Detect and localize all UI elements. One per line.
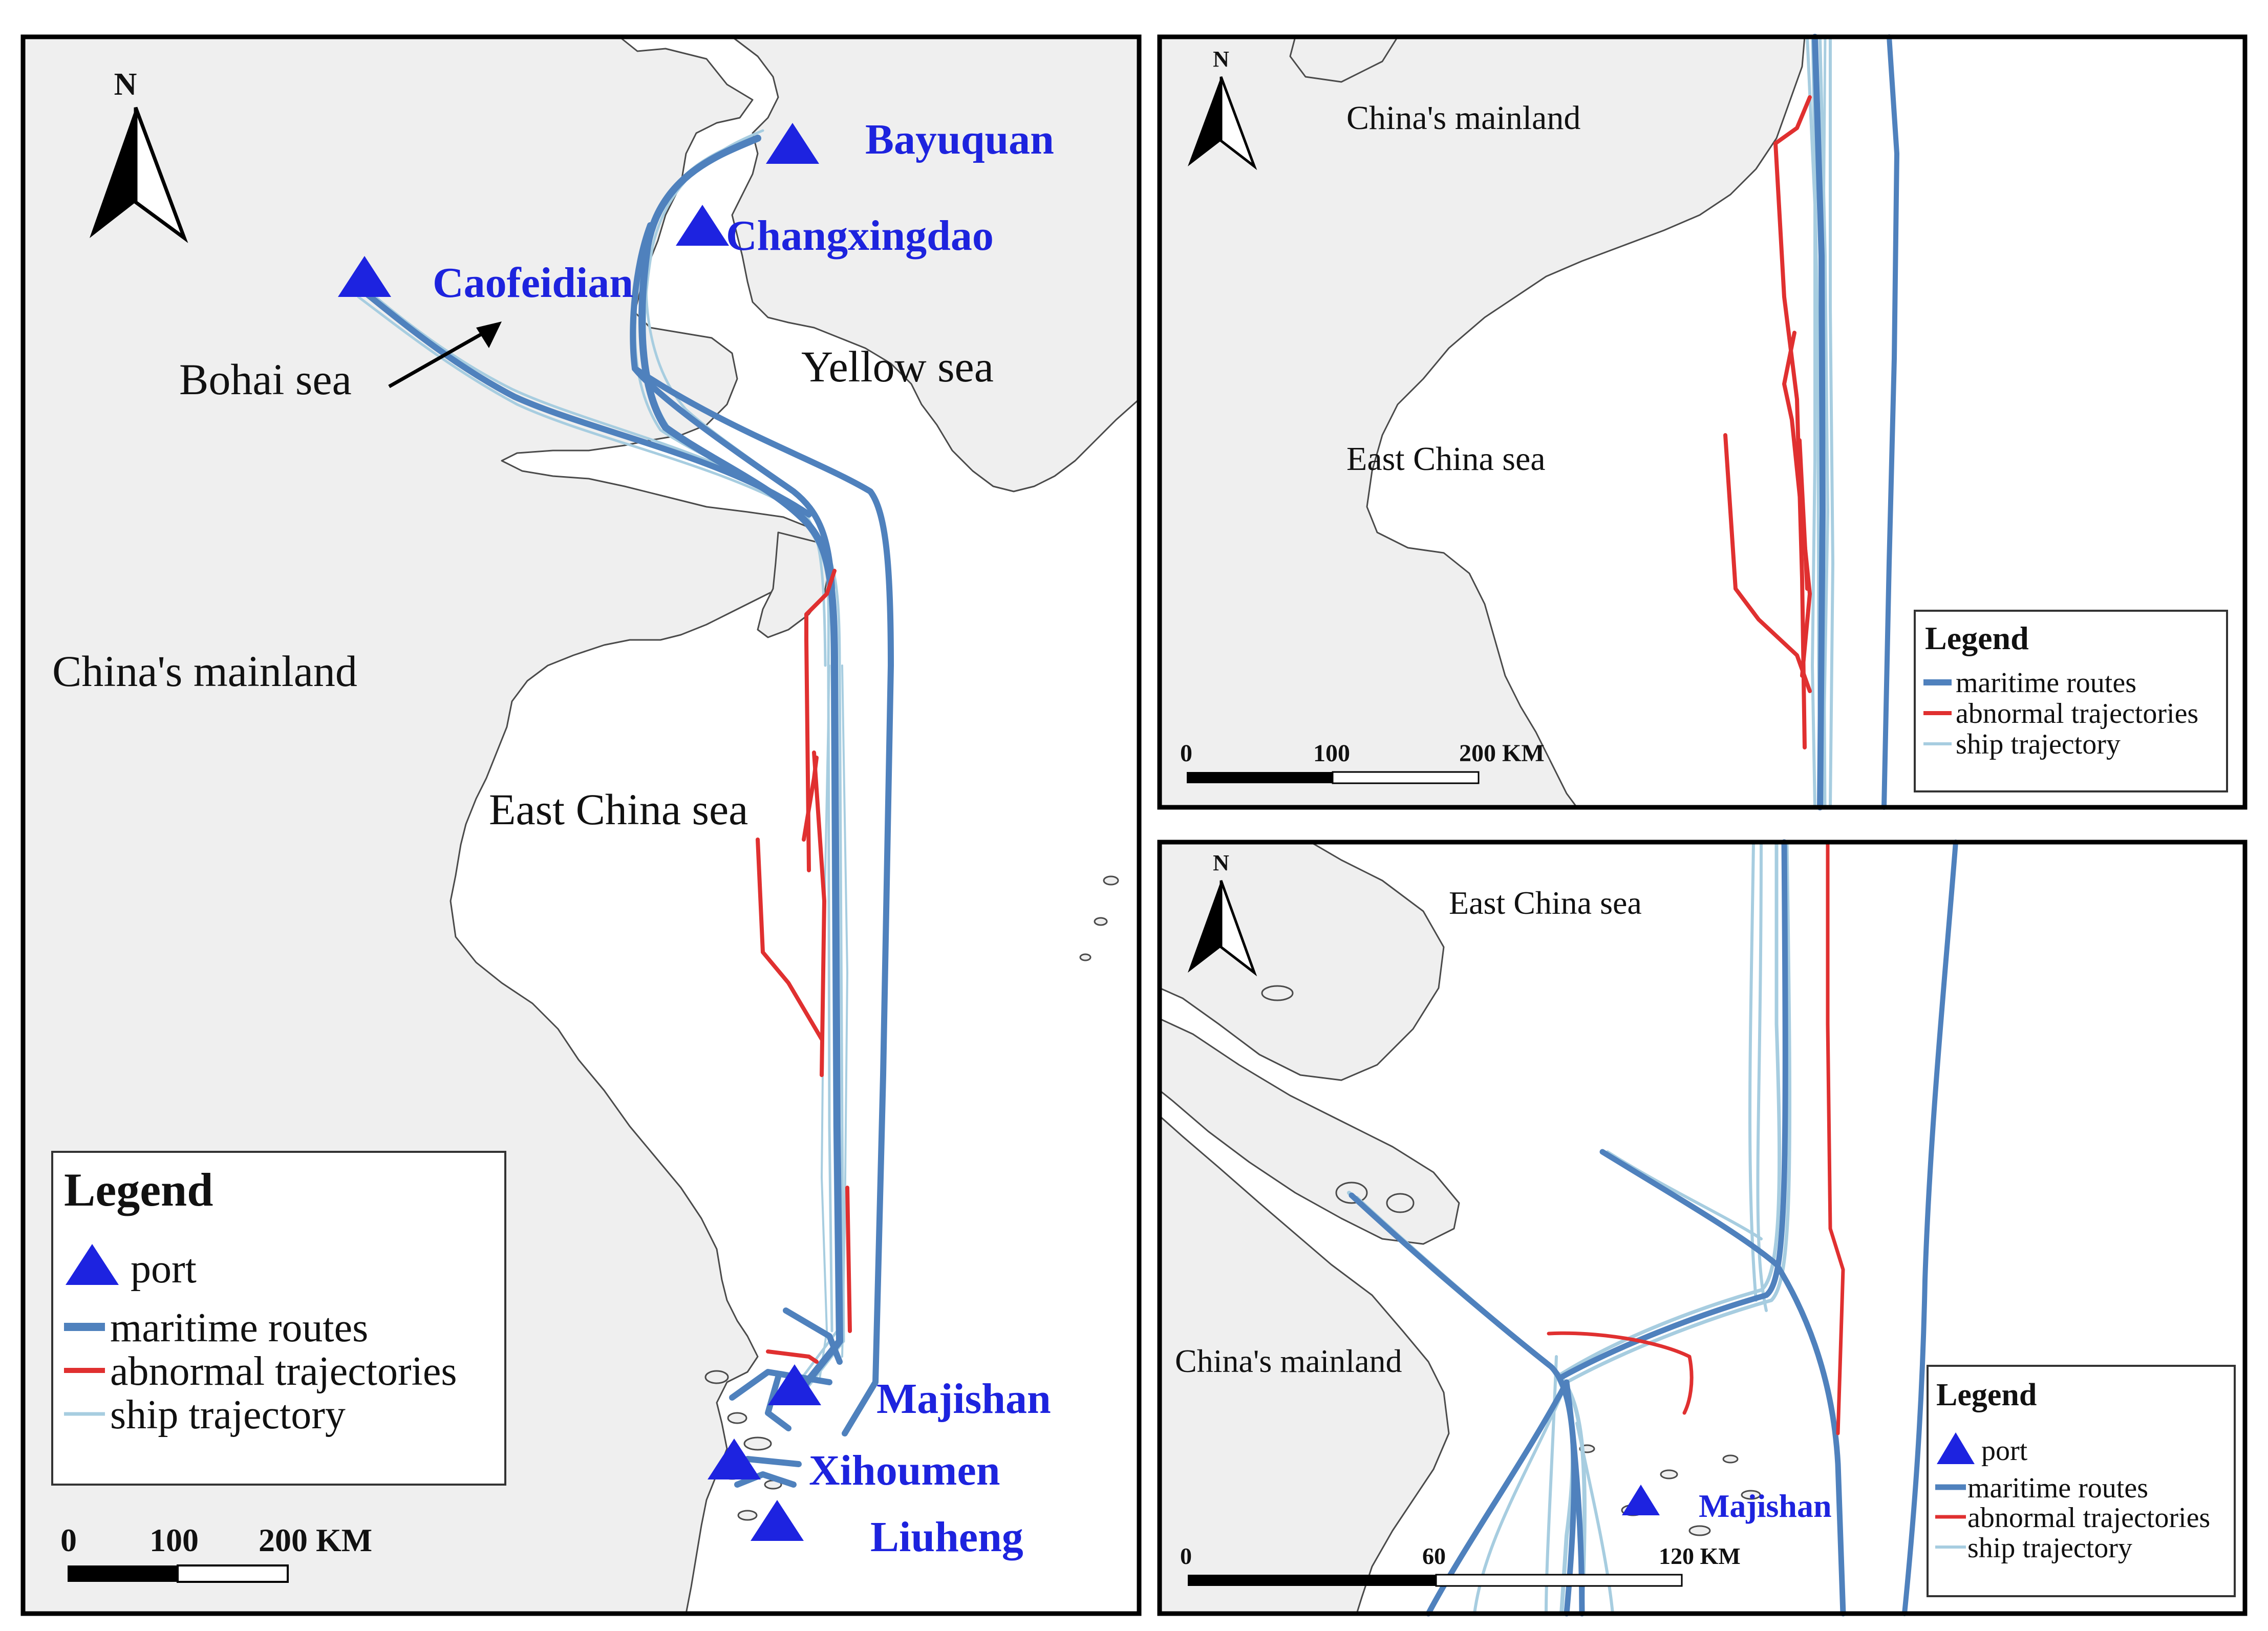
top-right-north-arrow: N xyxy=(1188,47,1257,170)
bottom-right-scale-120: 120 KM xyxy=(1659,1543,1741,1569)
bottom-right-scale-0: 0 xyxy=(1180,1543,1192,1569)
label-yellow-sea: Yellow sea xyxy=(801,342,994,391)
top-right-maritime-routes xyxy=(1812,34,1899,810)
bottom-right-legend-port-label: port xyxy=(1981,1435,2028,1467)
main-scale-100: 100 xyxy=(149,1522,199,1558)
top-right-scale-bar: 0 100 200 KM xyxy=(1180,740,1545,784)
top-right-legend-routes-label: maritime routes xyxy=(1956,667,2136,699)
port-marker-caofeidian xyxy=(338,256,391,297)
bottom-right-legend-port-symbol xyxy=(1937,1432,1975,1464)
port-label-bayuquan: Bayuquan xyxy=(865,116,1054,163)
port-label-xihoumen: Xihoumen xyxy=(809,1447,1000,1494)
main-abnormal-trajectories xyxy=(756,569,852,1364)
bottom-right-map-panel: Majishan East China sea China's mainland… xyxy=(1157,839,2248,1617)
main-legend-box xyxy=(51,1151,506,1486)
bottom-right-land-north xyxy=(1159,841,1445,1081)
main-north-arrow: N xyxy=(90,67,188,243)
bottom-right-abnormal-trajectories xyxy=(1547,840,1845,1435)
bottom-right-north-arrow: N xyxy=(1188,850,1257,977)
top-right-land xyxy=(1159,36,1806,808)
main-map-panel: Bayuquan Changxingdao Caofeidian Majisha… xyxy=(20,34,1142,1616)
main-legend: Legend port maritime routes abnormal tra… xyxy=(51,1151,506,1486)
bottom-right-port-marker-majishan xyxy=(1622,1485,1660,1515)
bottom-right-scale-bar: 0 60 120 KM xyxy=(1180,1543,1741,1587)
top-right-abnormal-trajectories xyxy=(1723,95,1812,749)
bottom-right-land-middle xyxy=(1159,1018,1460,1245)
top-right-legend-title: Legend xyxy=(1925,620,2029,656)
main-maritime-routes xyxy=(358,135,894,1488)
bottom-right-land-south xyxy=(1159,1115,1450,1615)
main-legend-routes-label: maritime routes xyxy=(110,1305,368,1350)
main-islands xyxy=(704,875,1119,1535)
port-marker-bayuquan xyxy=(766,123,819,164)
top-right-ship-trajectories xyxy=(1806,35,1834,809)
main-scale-bar: 0 100 200 KM xyxy=(60,1522,372,1583)
top-right-label-east-china-sea: East China sea xyxy=(1346,440,1546,478)
port-marker-xihoumen xyxy=(708,1439,761,1479)
port-label-changxingdao: Changxingdao xyxy=(726,212,994,260)
bottom-right-legend-abnormal-label: abnormal trajectories xyxy=(1967,1502,2210,1534)
bottom-right-scale-60: 60 xyxy=(1422,1543,1446,1569)
label-china-mainland: China's mainland xyxy=(52,647,357,696)
top-right-legend: Legend maritime routes abnormal trajecto… xyxy=(1914,610,2228,792)
top-right-legend-box xyxy=(1914,610,2228,792)
top-right-label-china-mainland: China's mainland xyxy=(1346,99,1580,137)
label-east-china-sea: East China sea xyxy=(489,785,748,834)
bottom-right-legend-title: Legend xyxy=(1936,1378,2037,1412)
port-marker-liuheng xyxy=(751,1500,804,1541)
port-label-caofeidian: Caofeidian xyxy=(433,259,633,307)
bottom-right-north-label: N xyxy=(1213,850,1229,875)
bottom-right-legend-trajectory-label: ship trajectory xyxy=(1967,1532,2132,1564)
main-legend-abnormal-label: abnormal trajectories xyxy=(110,1349,457,1394)
label-bohai-sea: Bohai sea xyxy=(179,355,352,404)
bottom-right-legend-routes-label: maritime routes xyxy=(1967,1472,2148,1504)
main-legend-port-label: port xyxy=(131,1247,197,1292)
main-scale-200: 200 KM xyxy=(259,1522,372,1558)
port-label-majishan: Majishan xyxy=(876,1375,1051,1423)
main-ports xyxy=(338,123,821,1541)
top-right-legend-trajectory-label: ship trajectory xyxy=(1956,728,2121,760)
top-right-legend-abnormal-label: abnormal trajectories xyxy=(1956,698,2198,729)
port-marker-changxingdao xyxy=(676,205,729,246)
bottom-right-label-china-mainland: China's mainland xyxy=(1175,1343,1402,1379)
main-legend-port-symbol xyxy=(66,1244,119,1285)
top-right-scale-200: 200 KM xyxy=(1459,740,1545,767)
main-land-northeast xyxy=(731,36,1140,492)
port-label-liuheng: Liuheng xyxy=(870,1513,1023,1561)
main-legend-trajectory-label: ship trajectory xyxy=(110,1392,346,1437)
top-right-scale-100: 100 xyxy=(1313,740,1350,767)
top-right-scale-0: 0 xyxy=(1180,740,1192,767)
bohai-pointer-arrow xyxy=(388,321,502,389)
main-north-label: N xyxy=(114,67,137,102)
main-legend-title: Legend xyxy=(64,1164,213,1216)
bottom-right-legend: Legend port maritime routes abnormal tra… xyxy=(1927,1365,2236,1597)
main-scale-0: 0 xyxy=(60,1522,77,1558)
port-marker-majishan xyxy=(768,1364,821,1405)
top-right-north-label: N xyxy=(1213,47,1229,72)
main-place-labels: Bohai sea Yellow sea China's mainland Ea… xyxy=(52,342,994,834)
bottom-right-legend-box xyxy=(1927,1365,2236,1597)
bottom-right-label-east-china-sea: East China sea xyxy=(1449,885,1642,921)
top-right-map-panel: China's mainland East China sea N Legend… xyxy=(1157,34,2248,810)
bottom-right-port-label-majishan: Majishan xyxy=(1699,1488,1832,1524)
main-port-labels: Bayuquan Changxingdao Caofeidian Majisha… xyxy=(433,116,1054,1561)
